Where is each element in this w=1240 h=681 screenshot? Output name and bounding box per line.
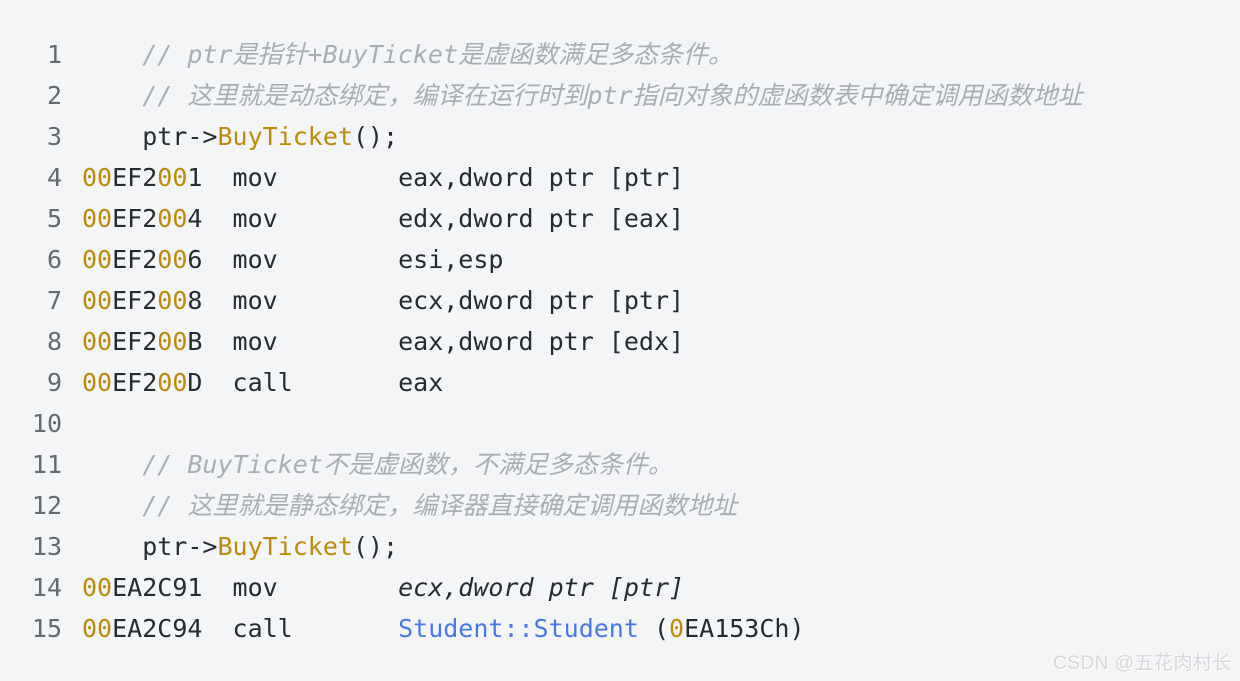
code-segment-comment: // 这里就是静态绑定，编译器直接确定调用函数地址 xyxy=(82,491,738,520)
line-number: 12 xyxy=(31,491,62,520)
code-lines: 1 // ptr是指针+BuyTicket是虚函数满足多态条件。2 // 这里就… xyxy=(0,34,1240,649)
code-segment-gold: 00 xyxy=(82,163,113,192)
code-text: 00EF2008 mov ecx,dword ptr [ptr] xyxy=(82,280,684,321)
code-segment-gold: 00 xyxy=(82,368,113,397)
code-segment-plain: (); xyxy=(352,122,399,151)
code-text: // ptr是指针+BuyTicket是虚函数满足多态条件。 xyxy=(82,34,733,75)
code-segment-plain: (); xyxy=(352,532,399,561)
code-line: 1 // ptr是指针+BuyTicket是虚函数满足多态条件。 xyxy=(0,34,1240,75)
code-segment-plain: EF2 xyxy=(112,327,158,356)
code-text: 00EF200B mov eax,dword ptr [edx] xyxy=(82,321,684,362)
line-number: 15 xyxy=(31,614,62,643)
code-text: // 这里就是静态绑定，编译器直接确定调用函数地址 xyxy=(82,485,737,526)
line-number: 7 xyxy=(46,286,62,315)
csdn-watermark: CSDN @五花肉村长 xyxy=(1053,653,1232,674)
code-segment-gold: 00 xyxy=(157,204,188,233)
code-text: 00EF200D call eax xyxy=(82,362,443,403)
code-line: 10 xyxy=(0,403,1240,444)
code-segment-plain: EA153Ch) xyxy=(684,614,805,643)
code-segment-plain: 6 mov esi,esp xyxy=(187,245,504,274)
line-number: 13 xyxy=(31,532,62,561)
code-line: 15 00EA2C94 call Student::Student (0EA153… xyxy=(0,608,1240,649)
code-text: ptr->BuyTicket(); xyxy=(82,116,398,157)
code-segment-plain: EA2C91 mov xyxy=(112,573,399,602)
code-segment-plain: EF2 xyxy=(112,286,158,315)
code-segment-comment: // BuyTicket不是虚函数，不满足多态条件。 xyxy=(82,450,673,479)
code-text: 00EF2004 mov edx,dword ptr [eax] xyxy=(82,198,684,239)
code-segment-comment: // 这里就是动态绑定，编译在运行时到ptr指向对象的虚函数表中确定调用函数地址 xyxy=(82,81,1083,110)
code-text: 00EA2C91 mov ecx,dword ptr [ptr] xyxy=(82,567,684,608)
line-number: 14 xyxy=(31,573,62,602)
code-segment-plain: ( xyxy=(638,614,670,643)
line-number: 10 xyxy=(31,409,62,438)
code-text: 00EF2001 mov eax,dword ptr [ptr] xyxy=(82,157,684,198)
code-segment-gold: 00 xyxy=(157,286,188,315)
code-segment-gold: 00 xyxy=(157,245,188,274)
code-block: 1 // ptr是指针+BuyTicket是虚函数满足多态条件。2 // 这里就… xyxy=(0,34,1240,649)
line-number: 4 xyxy=(46,163,62,192)
code-text: // BuyTicket不是虚函数，不满足多态条件。 xyxy=(82,444,673,485)
line-number: 1 xyxy=(46,40,62,69)
code-segment-gold: BuyTicket xyxy=(217,532,353,561)
code-segment-gold: 00 xyxy=(157,368,188,397)
code-segment-gold: 00 xyxy=(82,573,113,602)
code-segment-gold: 00 xyxy=(157,163,188,192)
code-segment-plain: EF2 xyxy=(112,163,158,192)
line-number: 9 xyxy=(46,368,62,397)
line-number: 3 xyxy=(46,122,62,151)
code-text: 00EA2C94 call Student::Student (0EA153Ch… xyxy=(82,608,805,649)
line-number: 5 xyxy=(46,204,62,233)
code-line: 13 ptr->BuyTicket(); xyxy=(0,526,1240,567)
code-segment-plain-italic: ecx,dword ptr [ptr] xyxy=(398,573,685,602)
line-number: 6 xyxy=(46,245,62,274)
line-number: 2 xyxy=(46,81,62,110)
code-segment-plain: 4 mov edx,dword ptr [eax] xyxy=(187,204,685,233)
code-segment-plain: EF2 xyxy=(112,368,158,397)
code-segment-plain: B mov eax,dword ptr [edx] xyxy=(187,327,685,356)
code-segment-plain: D call eax xyxy=(187,368,444,397)
code-segment-plain: EA2C94 call xyxy=(112,614,399,643)
code-text: ptr->BuyTicket(); xyxy=(82,526,398,567)
line-number: 11 xyxy=(31,450,62,479)
code-segment-comment: // ptr是指针+BuyTicket是虚函数满足多态条件。 xyxy=(82,40,734,69)
code-segment-gold: 00 xyxy=(82,286,113,315)
code-text: // 这里就是动态绑定，编译在运行时到ptr指向对象的虚函数表中确定调用函数地址 xyxy=(82,75,1083,116)
code-line: 3 ptr->BuyTicket(); xyxy=(0,116,1240,157)
code-segment-plain: 1 mov eax,dword ptr [ptr] xyxy=(187,163,685,192)
code-segment-gold: 00 xyxy=(82,204,113,233)
code-segment-gold: 0 xyxy=(669,614,685,643)
code-segment-gold: 00 xyxy=(82,245,113,274)
code-line: 14 00EA2C91 mov ecx,dword ptr [ptr] xyxy=(0,567,1240,608)
code-segment-gold: 00 xyxy=(82,327,113,356)
code-segment-plain: EF2 xyxy=(112,245,158,274)
code-segment-gold: 00 xyxy=(82,614,113,643)
code-segment-gold: 00 xyxy=(157,327,188,356)
code-segment-gold: BuyTicket xyxy=(217,122,353,151)
code-line: 11 // BuyTicket不是虚函数，不满足多态条件。 xyxy=(0,444,1240,485)
code-segment-plain: ptr-> xyxy=(82,532,218,561)
code-segment-blue: Student::Student xyxy=(398,614,639,643)
code-segment-plain: EF2 xyxy=(112,204,158,233)
code-segment-plain: ptr-> xyxy=(82,122,218,151)
line-number: 8 xyxy=(46,327,62,356)
code-segment-plain: 8 mov ecx,dword ptr [ptr] xyxy=(187,286,685,315)
code-text: 00EF2006 mov esi,esp xyxy=(82,239,503,280)
code-line: 12 // 这里就是静态绑定，编译器直接确定调用函数地址 xyxy=(0,485,1240,526)
code-line: 2 // 这里就是动态绑定，编译在运行时到ptr指向对象的虚函数表中确定调用函数… xyxy=(0,75,1240,116)
